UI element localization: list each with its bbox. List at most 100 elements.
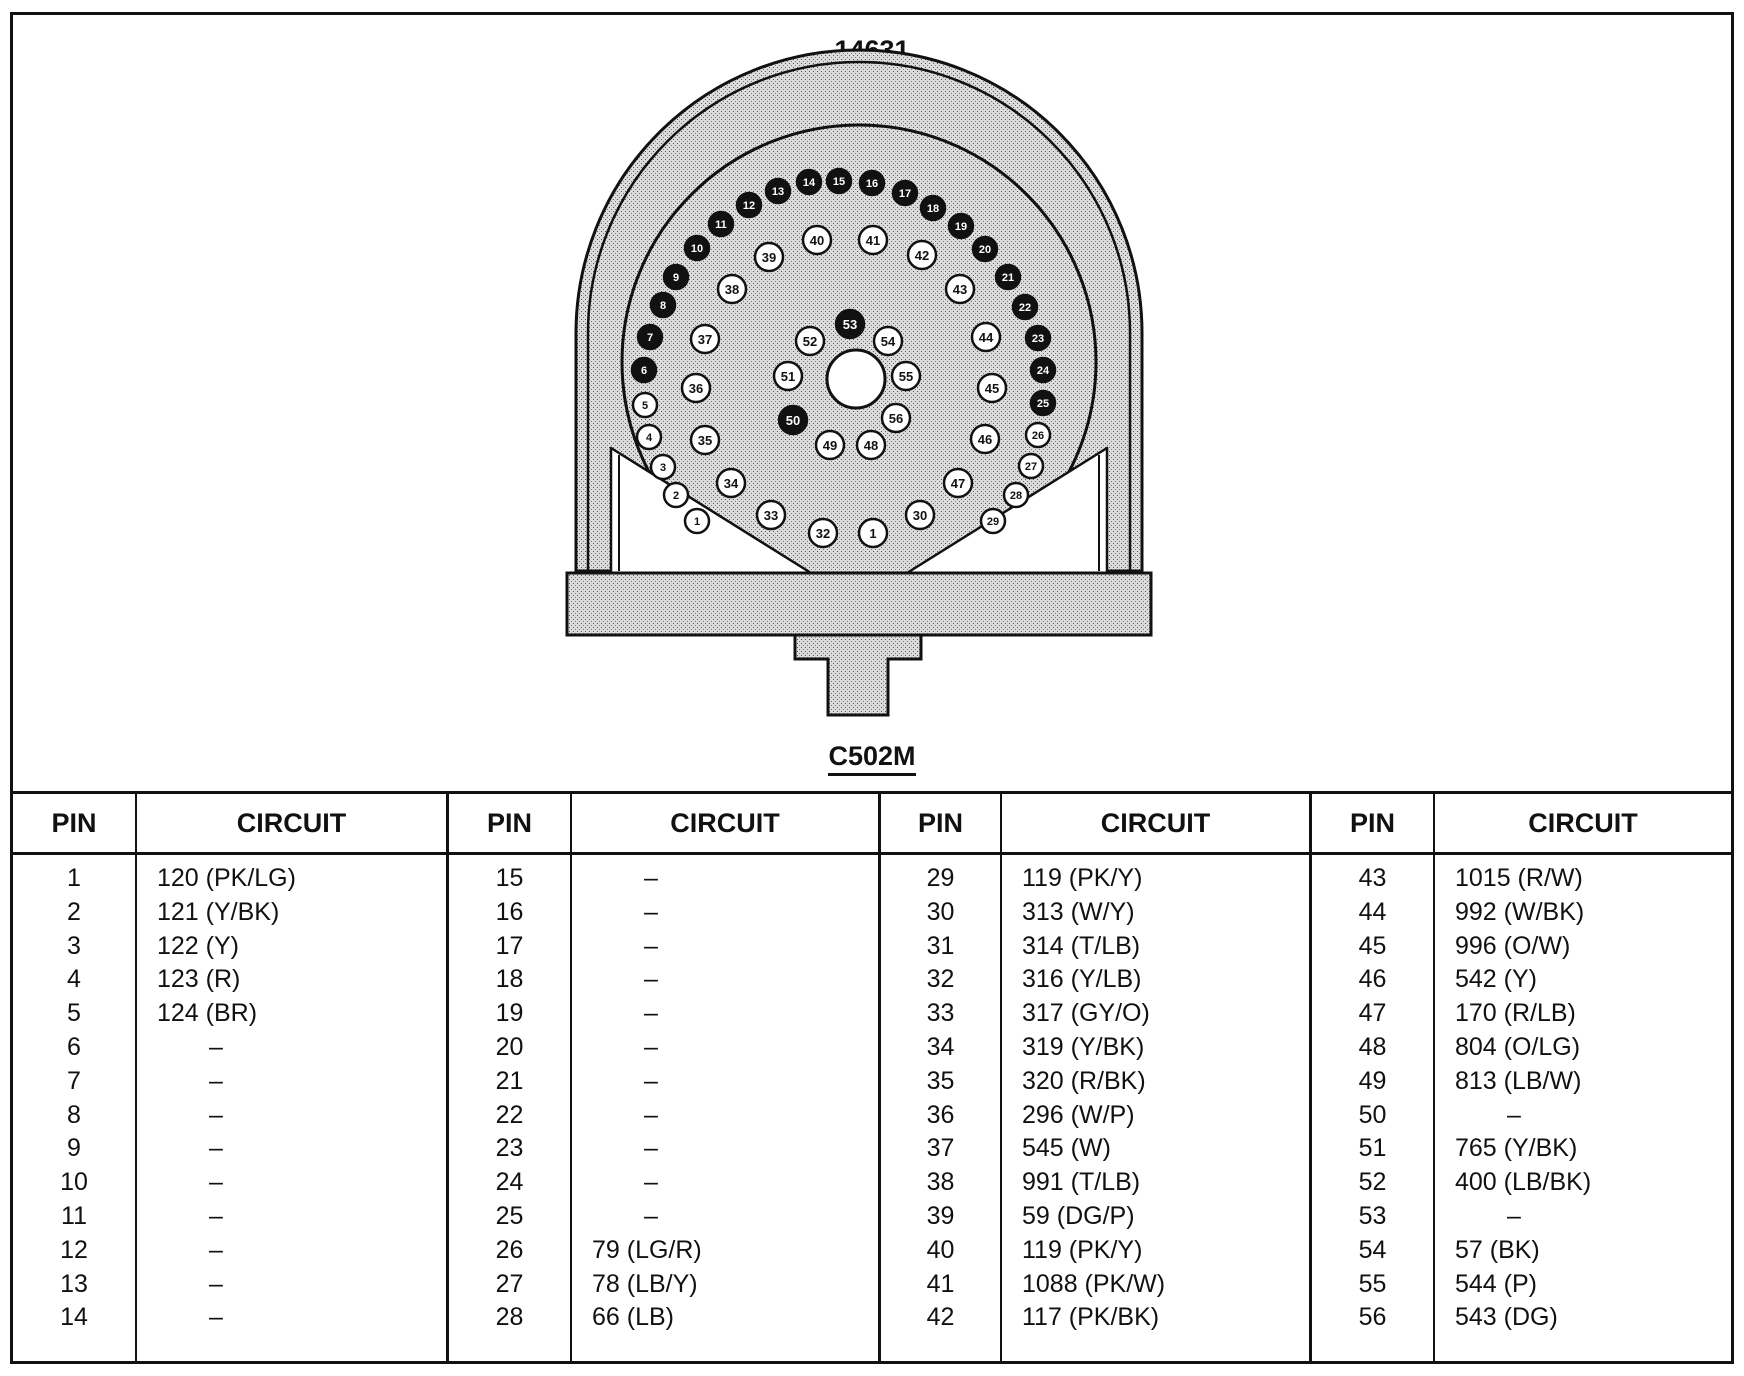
circuit-value: 119 (PK/Y) bbox=[1022, 1235, 1143, 1264]
pin-number: 10 bbox=[60, 1168, 88, 1197]
pin-number: 29 bbox=[926, 864, 955, 892]
pin-filled-marker bbox=[683, 234, 711, 262]
pin-open-marker bbox=[649, 453, 677, 481]
circuit-value: – bbox=[644, 931, 658, 960]
circuit-value: 296 (W/P) bbox=[1022, 1100, 1135, 1129]
pin-filled-marker bbox=[947, 212, 975, 240]
circuit-column-2: CIRCUIT –––––––––––79 (LG/R)78 (LB/Y)66 … bbox=[570, 794, 878, 1361]
pin-label: 41 bbox=[866, 233, 880, 248]
pin-header: PIN bbox=[449, 794, 570, 855]
circuit-value: 765 (Y/BK) bbox=[1455, 1134, 1578, 1163]
pin-label: 13 bbox=[772, 186, 784, 198]
circuit-value: – bbox=[209, 1168, 223, 1197]
pin-label: 18 bbox=[927, 203, 939, 215]
pin-label: 27 bbox=[1025, 461, 1037, 473]
pin-label: 3 bbox=[660, 462, 666, 474]
pin-open-marker bbox=[1002, 481, 1030, 509]
connector-pin: 28 bbox=[1002, 481, 1030, 509]
circuit-value: – bbox=[209, 1100, 223, 1129]
pin-label: 42 bbox=[915, 248, 929, 263]
pin-number: 27 bbox=[495, 1269, 524, 1298]
circuit-column-3: CIRCUIT 119 (PK/Y)313 (W/Y)314 (T/LB)316… bbox=[1000, 794, 1309, 1361]
circuit-value: 996 (O/W) bbox=[1455, 931, 1571, 960]
pin-label: 1 bbox=[694, 516, 700, 528]
circuit-value: – bbox=[644, 1168, 658, 1197]
connector-pin: 26 bbox=[1024, 421, 1052, 449]
pin-label: 37 bbox=[698, 332, 712, 347]
pin-number: 26 bbox=[495, 1235, 524, 1264]
connector-pin: 45 bbox=[976, 372, 1008, 404]
pin-filled-marker bbox=[994, 263, 1022, 291]
pin-open-marker bbox=[689, 424, 721, 456]
pin-number: 41 bbox=[926, 1269, 955, 1298]
pin-number: 28 bbox=[495, 1303, 524, 1332]
circuit-value: 120 (PK/LG) bbox=[157, 864, 296, 892]
circuit-column-4: CIRCUIT 1015 (R/W)992 (W/BK)996 (O/W)542… bbox=[1433, 794, 1731, 1361]
connector-pin: 48 bbox=[855, 429, 887, 461]
pin-label: 43 bbox=[953, 282, 967, 297]
pin-label: 24 bbox=[1037, 365, 1050, 377]
pin-open-marker bbox=[857, 517, 889, 549]
pin-number: 8 bbox=[67, 1100, 81, 1129]
pin-number: 22 bbox=[495, 1100, 524, 1129]
connector-pin: 27 bbox=[1017, 452, 1045, 480]
circuit-value: – bbox=[1507, 1100, 1521, 1129]
pin-filled-marker bbox=[735, 191, 763, 219]
connector-pin: 53 bbox=[834, 308, 866, 340]
connector-pin: 24 bbox=[1029, 356, 1057, 384]
circuit-header: CIRCUIT bbox=[1435, 794, 1731, 855]
pin-number: 43 bbox=[1358, 864, 1387, 892]
pin-open-marker bbox=[801, 224, 833, 256]
circuit-value: 79 (LG/R) bbox=[592, 1235, 702, 1264]
pin-filled-marker bbox=[891, 179, 919, 207]
pin-label: 21 bbox=[1002, 272, 1014, 284]
pin-open-marker bbox=[976, 372, 1008, 404]
circuit-value: – bbox=[644, 1100, 658, 1129]
pin-open-marker bbox=[857, 224, 889, 256]
pin-label: 17 bbox=[899, 188, 911, 200]
pin-filled-marker bbox=[662, 263, 690, 291]
pin-label: 54 bbox=[881, 334, 896, 349]
pin-filled-marker bbox=[1029, 389, 1057, 417]
pin-label: 15 bbox=[833, 176, 845, 188]
connector-pin: 36 bbox=[680, 372, 712, 404]
pin-label: 22 bbox=[1019, 302, 1031, 314]
pin-label: 25 bbox=[1037, 398, 1049, 410]
circuit-value: – bbox=[644, 864, 658, 892]
connector-pin: 33 bbox=[755, 499, 787, 531]
pin-label: 23 bbox=[1032, 333, 1044, 345]
pin-label: 32 bbox=[816, 526, 830, 541]
connector-pin: 54 bbox=[872, 325, 904, 357]
connector-pin: 18 bbox=[919, 194, 947, 222]
circuit-value: – bbox=[209, 1201, 223, 1230]
circuit-value: – bbox=[644, 999, 658, 1028]
connector-pin: 52 bbox=[794, 325, 826, 357]
pin-filled-marker bbox=[1011, 293, 1039, 321]
pin-label: 35 bbox=[698, 433, 712, 448]
circuit-value: 123 (R) bbox=[157, 965, 241, 994]
pin-number: 3 bbox=[67, 931, 81, 960]
pin-number: 53 bbox=[1358, 1201, 1387, 1230]
pin-label: 6 bbox=[641, 365, 647, 377]
connector-pin: 56 bbox=[880, 402, 912, 434]
circuit-value: – bbox=[644, 1134, 658, 1163]
pin-number: 16 bbox=[495, 897, 524, 926]
pin-label: 5 bbox=[642, 400, 648, 412]
pin-filled-marker bbox=[630, 356, 658, 384]
pin-number: 39 bbox=[926, 1201, 955, 1230]
pin-open-marker bbox=[969, 423, 1001, 455]
pin-number: 13 bbox=[60, 1269, 88, 1298]
pin-label: 4 bbox=[646, 432, 653, 444]
circuit-value: – bbox=[644, 897, 658, 926]
circuit-value: 319 (Y/BK) bbox=[1022, 1032, 1145, 1061]
pin-filled-marker bbox=[764, 177, 792, 205]
connector-pin: 50 bbox=[777, 404, 809, 436]
circuit-value: 1015 (R/W) bbox=[1455, 864, 1583, 892]
pin-number: 14 bbox=[60, 1303, 88, 1332]
circuit-value: 320 (R/BK) bbox=[1022, 1066, 1146, 1095]
connector-pin: 1 bbox=[857, 517, 889, 549]
pin-filled-marker bbox=[795, 168, 823, 196]
pin-filled-marker bbox=[1024, 324, 1052, 352]
circuit-value: 543 (DG) bbox=[1455, 1303, 1558, 1332]
